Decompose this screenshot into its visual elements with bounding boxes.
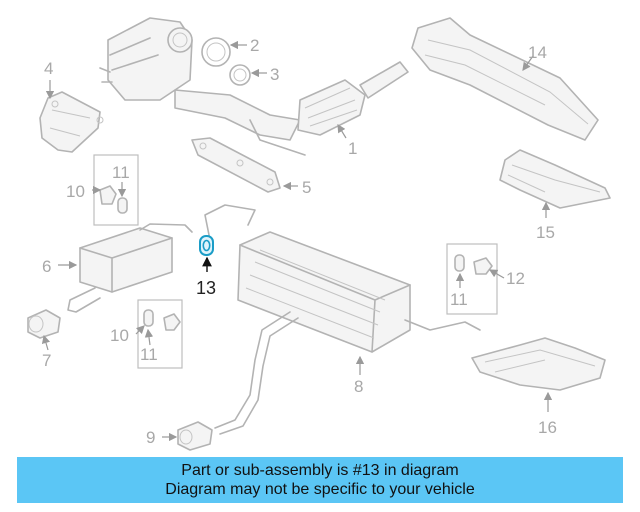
callout-13: 13 [196, 278, 216, 298]
callout-11-upper: 11 [112, 163, 130, 182]
callout-14: 14 [528, 43, 547, 62]
callout-10-upper: 10 [66, 182, 85, 201]
heat-shield-lower-part[interactable] [471, 337, 606, 391]
callout-5: 5 [302, 178, 311, 197]
support-bracket-part[interactable] [191, 137, 281, 193]
rear-clamp-part[interactable] [177, 421, 213, 451]
gasket-part[interactable] [201, 37, 231, 67]
exhaust-mount-part-13[interactable] [199, 235, 214, 256]
callout-11-right: 11 [450, 290, 468, 309]
callout-6: 6 [42, 257, 51, 276]
callout-9: 9 [146, 428, 155, 447]
exhaust-parts-diagram: 2 3 4 1 5 6 7 8 9 10 11 10 11 11 12 13 1… [27, 17, 611, 451]
banner-line-part-number: Part or sub-assembly is #13 in diagram [181, 462, 459, 479]
callout-3: 3 [270, 65, 279, 84]
callout-1: 1 [348, 139, 357, 158]
front-muffler-part[interactable] [67, 223, 193, 313]
callout-16: 16 [538, 418, 557, 437]
hanger-part-right[interactable] [454, 254, 493, 275]
callout-2: 2 [250, 36, 259, 55]
callout-8: 8 [354, 377, 363, 396]
hanger-part-lower[interactable] [143, 309, 181, 331]
catalytic-converter-part[interactable] [99, 17, 409, 156]
seal-ring-part[interactable] [229, 64, 251, 86]
bracket-part[interactable] [39, 91, 104, 153]
heat-shield-upper-part[interactable] [411, 17, 599, 141]
heat-shield-middle-part[interactable] [499, 149, 611, 209]
banner-line-disclaimer: Diagram may not be specific to your vehi… [165, 481, 475, 498]
callout-12: 12 [506, 269, 525, 288]
callout-15: 15 [536, 223, 555, 242]
parts-group-box-right [446, 243, 498, 315]
callout-4: 4 [44, 59, 53, 78]
callout-10-lower: 10 [110, 326, 129, 345]
diagram-info-banner: Part or sub-assembly is #13 in diagram D… [17, 457, 623, 503]
callout-7: 7 [42, 351, 51, 370]
rear-muffler-part[interactable] [204, 204, 481, 435]
hanger-part-upper[interactable] [99, 185, 128, 214]
clamp-part[interactable] [27, 309, 61, 339]
callout-11-lower: 11 [140, 345, 158, 364]
